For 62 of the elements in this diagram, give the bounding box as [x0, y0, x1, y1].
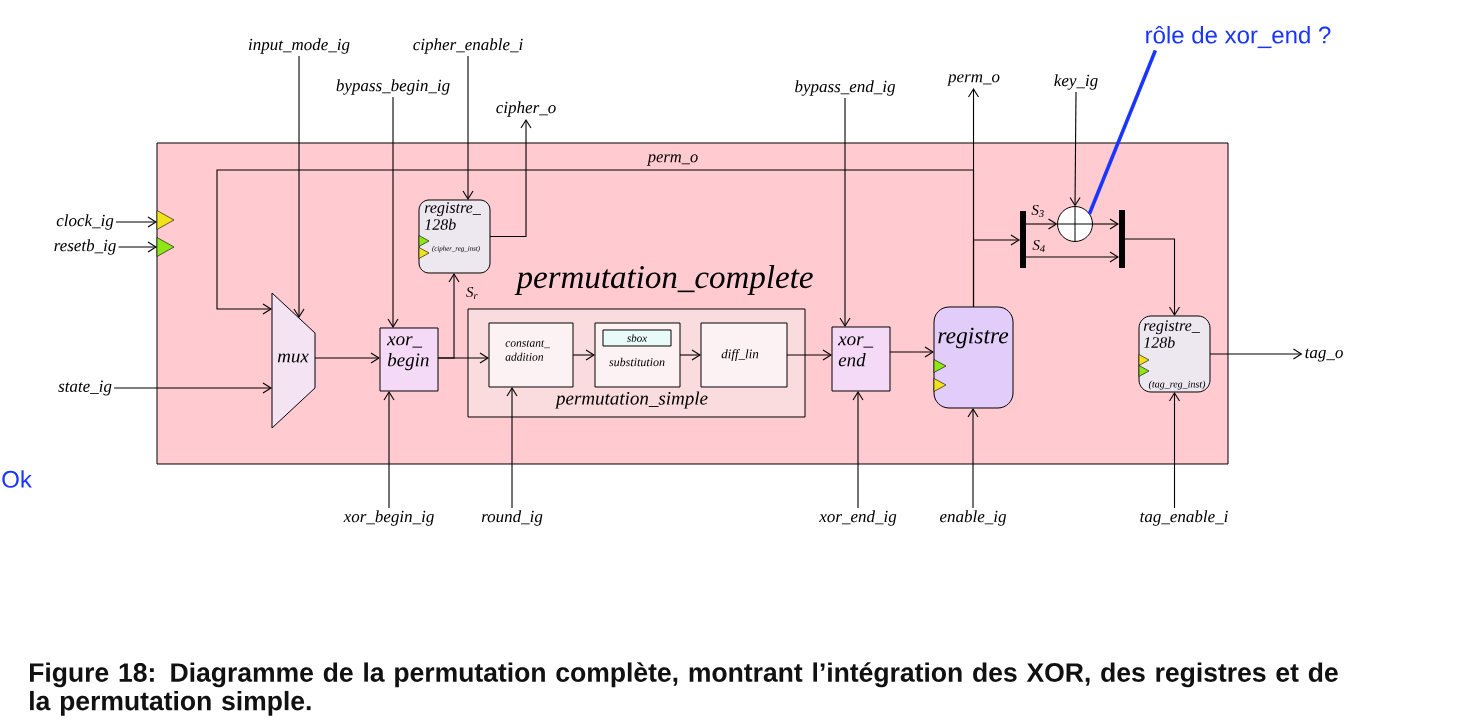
note-text: Ok: [2, 470, 32, 488]
arrow: [1209, 348, 1303, 360]
signal-label: resetb_ig: [54, 239, 116, 255]
arrow: [216, 169, 975, 315]
bus-bar: [1020, 211, 1026, 268]
arrow: [839, 97, 851, 327]
bus-bar: [1119, 210, 1125, 268]
arrow: [383, 391, 395, 509]
leader-line: [1087, 49, 1158, 215]
signal-label: cipher_enable_i: [413, 38, 523, 54]
edge-label: S$_{3}$: [1031, 204, 1044, 218]
annotation-text: rôle de xor_end ?: [1146, 25, 1331, 49]
arrow: [293, 55, 305, 319]
xor-block: xor_ end: [831, 326, 891, 392]
arrow: [1025, 218, 1058, 230]
arrow: [967, 408, 979, 509]
function-block: diff_lin: [700, 322, 788, 388]
signal-label: bypass_begin_ig: [336, 79, 450, 95]
arrow: [852, 391, 864, 509]
arrow: [889, 346, 934, 358]
arrow: [572, 349, 595, 361]
signal-label: cipher_o: [496, 101, 556, 117]
arrow: [437, 273, 460, 359]
arrow: [314, 352, 380, 364]
arrow: [1069, 91, 1081, 207]
sbox-block: sbox: [602, 329, 672, 347]
signal-label: xor_end_ig: [819, 510, 897, 526]
edge-label: perm_o: [646, 154, 698, 166]
signal-label: xor_begin_ig: [343, 510, 434, 526]
signal-label: clock_ig: [56, 214, 114, 230]
arrow: [1124, 238, 1181, 316]
function-block: constant_ addition: [488, 322, 574, 388]
signal-label: state_ig: [58, 380, 112, 396]
arrow: [1091, 218, 1119, 230]
arrow: [1168, 392, 1181, 509]
signal-label: enable_ig: [940, 510, 1007, 526]
signal-label: tag_enable_i: [1140, 510, 1228, 526]
edge-label: S$_{4}$: [1032, 239, 1045, 253]
signal-label: key_ig: [1054, 74, 1098, 90]
multiplexer: mux: [271, 292, 316, 429]
register-block: registre_ 128b (tag_reg_inst): [1138, 315, 1211, 393]
arrow: [387, 96, 399, 328]
arrow: [118, 241, 157, 253]
arrow: [1025, 251, 1119, 263]
xor-block: xor_ begin: [379, 327, 439, 392]
edge-label: S$_{r}$: [466, 286, 478, 300]
xor-symbol: [1057, 206, 1093, 242]
signal-label: tag_o: [1305, 348, 1343, 362]
caption: Figure 18: Diagramme de la permutation complète, montrant l’intégration des XOR, des registres et de la permutation simple.: [30, 662, 1338, 716]
signal-label: input_mode_ig: [248, 38, 350, 54]
arrow: [489, 118, 532, 238]
arrow: [679, 349, 701, 361]
arrow: [972, 234, 1020, 308]
signal-label: perm_o: [947, 74, 1000, 86]
register-block: registre: [933, 306, 1014, 409]
signal-label: round_ig: [481, 510, 543, 526]
signal-label: bypass_end_ig: [795, 80, 896, 96]
arrow: [115, 216, 157, 228]
arrow: [786, 349, 832, 361]
arrow: [506, 387, 518, 509]
arrow: [462, 55, 474, 200]
arrow: [113, 382, 272, 394]
